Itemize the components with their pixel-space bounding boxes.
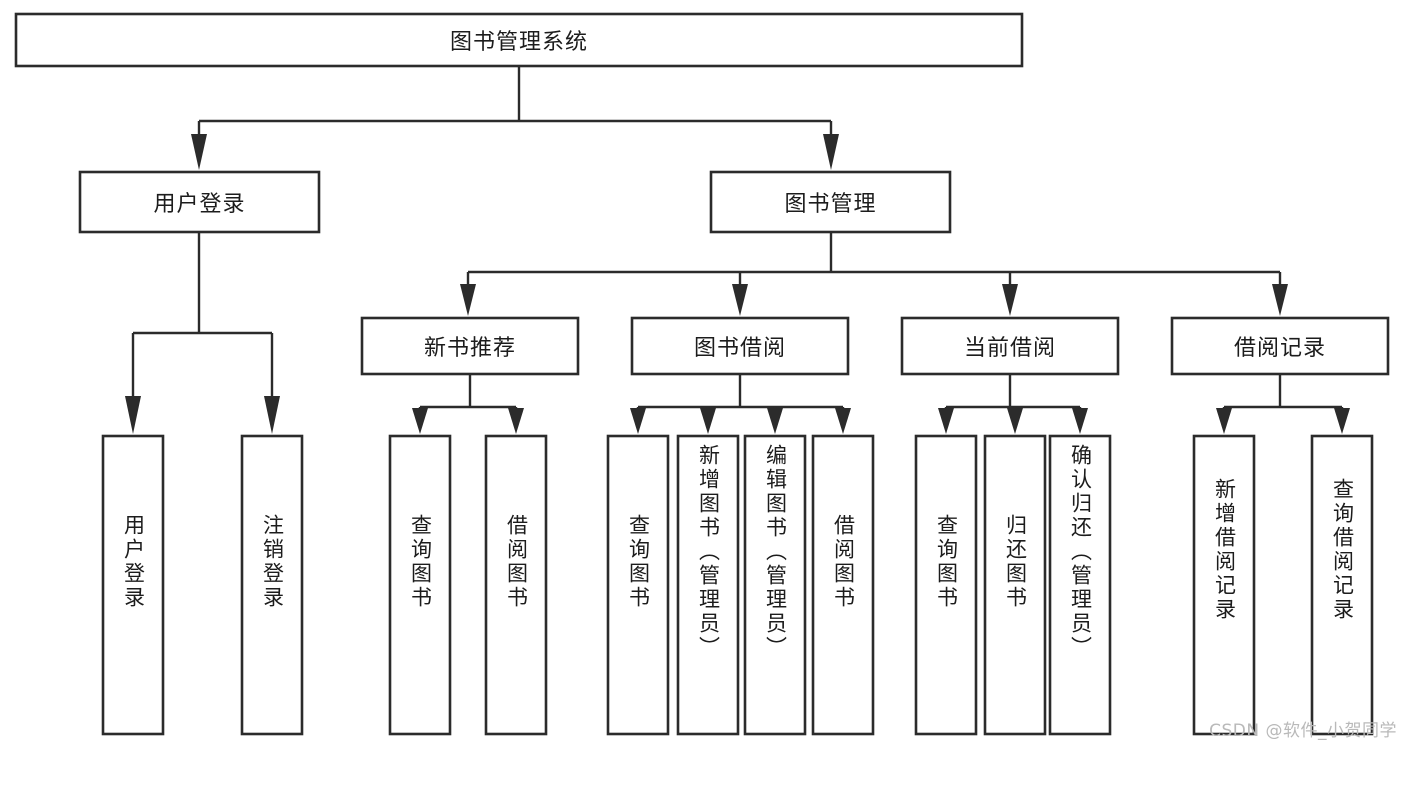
arrow-head-icon (412, 408, 428, 434)
node-box-leaf-query-book-2[interactable] (606, 434, 670, 736)
arrow-head-icon (1002, 284, 1018, 316)
arrow-head-icon (700, 408, 716, 434)
node-box-leaf-query-borrow-record[interactable] (1310, 434, 1374, 736)
arrow-head-icon (191, 134, 207, 170)
arrow-head-icon (264, 396, 280, 434)
connector-group-book-borrow (630, 374, 851, 434)
arrow-head-icon (823, 134, 839, 170)
arrow-head-icon (835, 408, 851, 434)
arrow-head-icon (1007, 408, 1023, 434)
node-box-leaf-edit-book-admin[interactable] (743, 434, 807, 736)
node-box-leaf-add-borrow-record[interactable] (1192, 434, 1256, 736)
connector-group-current-borrow (938, 374, 1088, 434)
arrow-head-icon (938, 408, 954, 434)
arrow-head-icon (508, 408, 524, 434)
arrow-head-icon (767, 408, 783, 434)
arrow-head-icon (1072, 408, 1088, 434)
arrow-head-icon (1272, 284, 1288, 316)
node-box-leaf-confirm-return-admin[interactable] (1048, 434, 1112, 736)
connector-group-user-login (125, 232, 280, 434)
arrow-head-icon (1334, 408, 1350, 434)
node-box-book-borrow[interactable] (630, 316, 850, 376)
arrow-head-icon (732, 284, 748, 316)
arrow-head-icon (1216, 408, 1232, 434)
node-box-leaf-query-book-1[interactable] (388, 434, 452, 736)
node-box-book-manage[interactable] (709, 170, 952, 234)
node-box-user-login[interactable] (78, 170, 321, 234)
node-box-leaf-user-login[interactable] (101, 434, 165, 736)
node-box-current-borrow[interactable] (900, 316, 1120, 376)
arrow-head-icon (125, 396, 141, 434)
arrow-head-icon (630, 408, 646, 434)
arrow-head-icon (460, 284, 476, 316)
connector-group-new-book-rec (412, 374, 524, 434)
node-box-root[interactable] (14, 12, 1024, 68)
node-box-borrow-record[interactable] (1170, 316, 1390, 376)
node-box-leaf-logout-login[interactable] (240, 434, 304, 736)
connector-group-root (191, 66, 839, 170)
node-box-leaf-return-book[interactable] (983, 434, 1047, 736)
node-box-leaf-borrow-book-2[interactable] (811, 434, 875, 736)
node-box-new-book-rec[interactable] (360, 316, 580, 376)
node-box-leaf-borrow-book-1[interactable] (484, 434, 548, 736)
node-box-leaf-query-book-3[interactable] (914, 434, 978, 736)
connector-group-borrow-record (1216, 374, 1350, 434)
connector-group-book-manage (460, 232, 1288, 316)
diagram-canvas: 图书管理系统 用户登录 图书管理 新书推荐 图书借阅 当前借阅 借阅记录 用户登… (14, 12, 1397, 741)
diagram-svg (14, 12, 1390, 736)
node-box-leaf-add-book-admin[interactable] (676, 434, 740, 736)
